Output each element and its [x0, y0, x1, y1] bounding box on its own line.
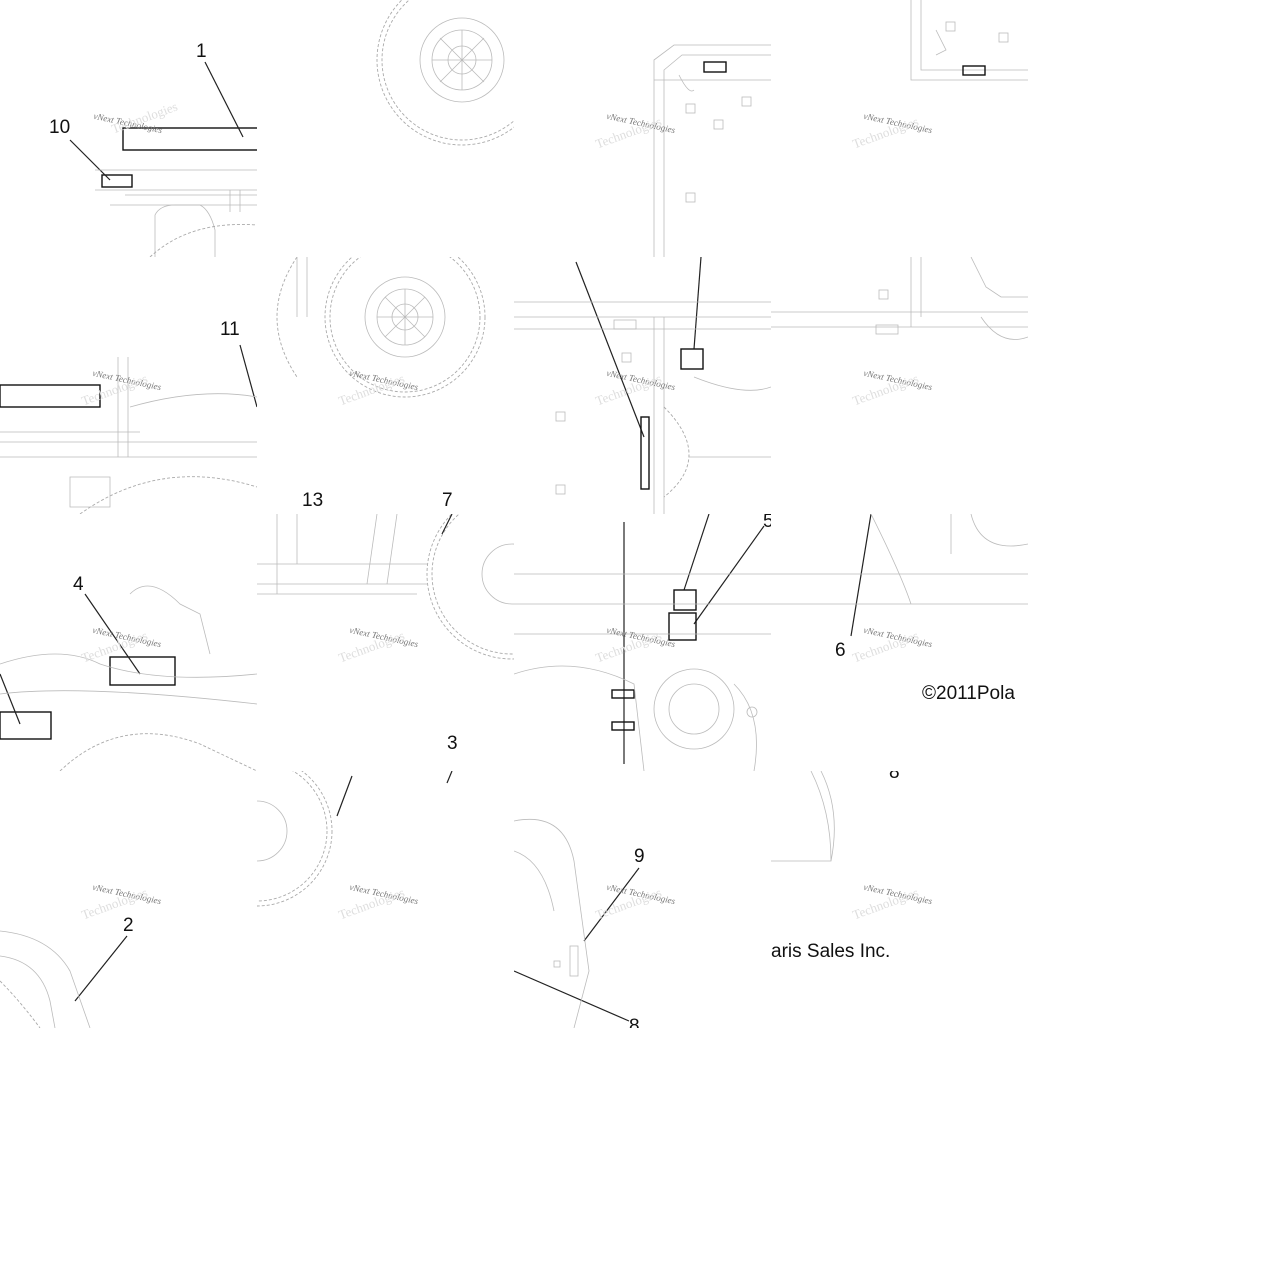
callout-6: 6 — [835, 640, 846, 661]
diagram-tile-r2c3: vNext Technologies Technologies — [514, 257, 771, 514]
callout-8-lower: 8 — [629, 1016, 640, 1028]
callout-1: 1 — [196, 41, 207, 62]
diagram-tile-r4c1: 2 vNext Technologies Technologies — [0, 771, 257, 1028]
callout-10: 10 — [49, 117, 71, 138]
callout-7: 7 — [442, 490, 453, 511]
copyright-fragment-1: ©2011Pola — [922, 683, 1015, 704]
diagram-tile-r4c4: 8 vNext Technologies Technologies — [771, 771, 1028, 1028]
diagram-tile-r3c1: 4 vNext Technologies Technologies — [0, 514, 257, 771]
callout-11: 11 — [220, 319, 240, 340]
callout-13: 13 — [302, 490, 324, 511]
diagram-tile-r3c4: 6 vNext Technologies Technologies — [771, 514, 1028, 771]
callout-9: 9 — [634, 846, 645, 867]
callout-8-upper: 8 — [889, 771, 900, 783]
diagram-tile-r1c1: 1 10 vNext Technologies Technologies — [0, 0, 257, 257]
diagram-tile-r4c2: 12 vNext Technologies Technologies — [257, 771, 514, 1028]
callout-4: 4 — [73, 574, 84, 595]
diagram-tile-r1c4: vNext Technologies Technologies — [771, 0, 1028, 257]
diagram-tile-r2c1: 11 vNext Technologies Technologies — [0, 257, 257, 514]
diagram-tile-r3c2: vNext Technologies Technologies — [257, 514, 514, 771]
callout-2: 2 — [123, 915, 134, 936]
diagram-tile-r4c3: 9 8 vNext Technologies Technologies — [514, 771, 771, 1028]
diagram-tile-r2c2: vNext Technologies Technologies — [257, 257, 514, 514]
diagram-tile-r2c4: vNext Technologies Technologies — [771, 257, 1028, 514]
diagram-tile-r1c2 — [257, 0, 514, 257]
callout-5: 5 — [763, 514, 771, 532]
diagram-tile-r3c3: 5 vNext Technologies Technologies — [514, 514, 771, 771]
diagram-tile-r1c3: vNext Technologies Technologies — [514, 0, 771, 257]
callout-3: 3 — [447, 733, 458, 754]
copyright-fragment-2: aris Sales Inc. — [771, 941, 891, 962]
